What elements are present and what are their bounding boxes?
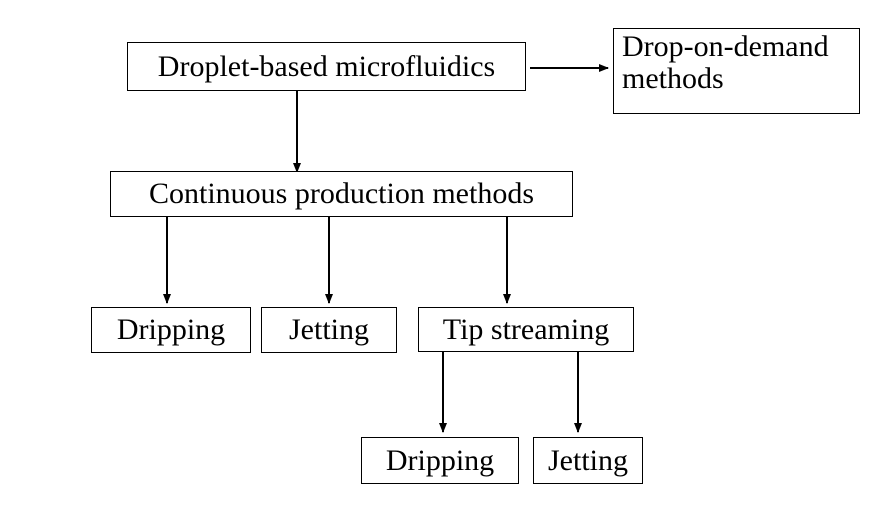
node-jetting: Jetting — [261, 307, 397, 353]
node-continuous-production-methods: Continuous production methods — [110, 171, 573, 217]
node-label: Tip streaming — [442, 312, 610, 346]
node-dripping: Dripping — [91, 307, 251, 353]
node-label: Jetting — [289, 313, 369, 346]
node-droplet-based-microfluidics: Droplet-based microfluidics — [127, 42, 526, 91]
node-label-line-1: Drop-on-demand — [622, 30, 829, 63]
node-label: Continuous production methods — [149, 177, 534, 210]
node-label: Droplet-based microfluidics — [157, 49, 496, 83]
node-label-line-2: methods — [622, 62, 724, 95]
node-tip-dripping: Dripping — [361, 437, 519, 484]
node-tip-jetting: Jetting — [533, 437, 643, 484]
node-label: Jetting — [548, 443, 628, 477]
node-label: Dripping — [385, 443, 495, 477]
node-drop-on-demand-methods: Drop-on-demand methods — [613, 28, 860, 114]
node-tip-streaming: Tip streaming — [418, 307, 634, 352]
node-label: Dripping — [116, 313, 226, 346]
